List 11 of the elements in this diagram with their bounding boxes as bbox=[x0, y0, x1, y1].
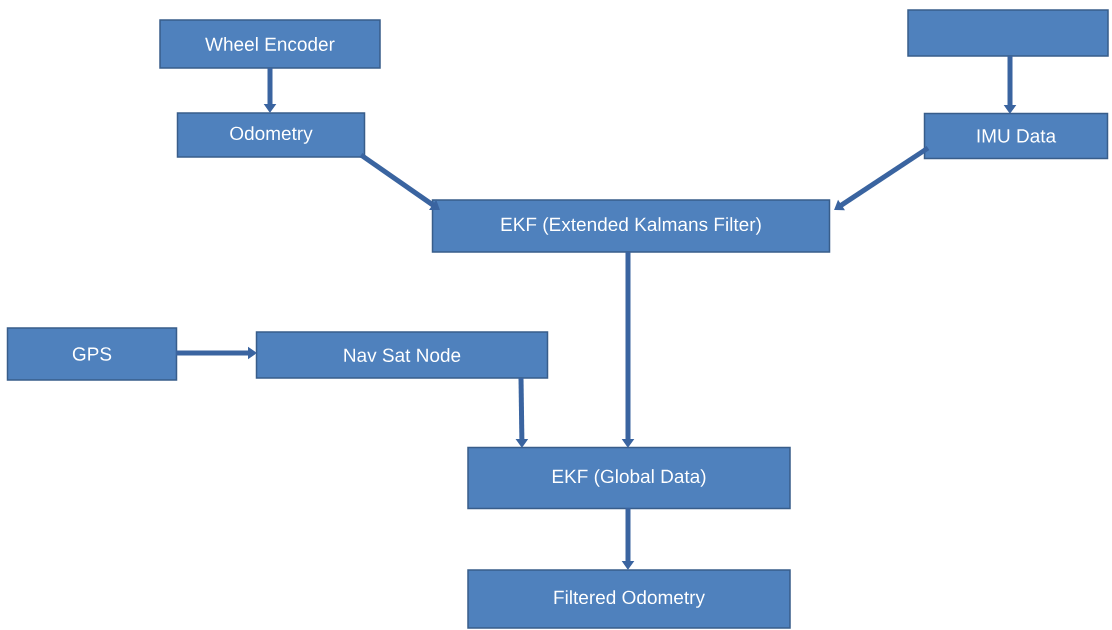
process-box: Filtered Odometry bbox=[467, 569, 791, 629]
process-box: EKF (Global Data) bbox=[467, 446, 791, 510]
process-box: Wheel Encoder bbox=[159, 19, 381, 69]
process-box: EKF (Extended Kalmans Filter) bbox=[431, 199, 831, 253]
process-box: Odometry bbox=[176, 112, 366, 158]
box bbox=[907, 9, 1109, 57]
arrow bbox=[359, 152, 440, 211]
process-box: GPS bbox=[6, 327, 178, 381]
process-box: IMU Data bbox=[923, 112, 1109, 160]
process-box: Nav Sat Node bbox=[255, 331, 549, 379]
arrow bbox=[834, 145, 930, 211]
